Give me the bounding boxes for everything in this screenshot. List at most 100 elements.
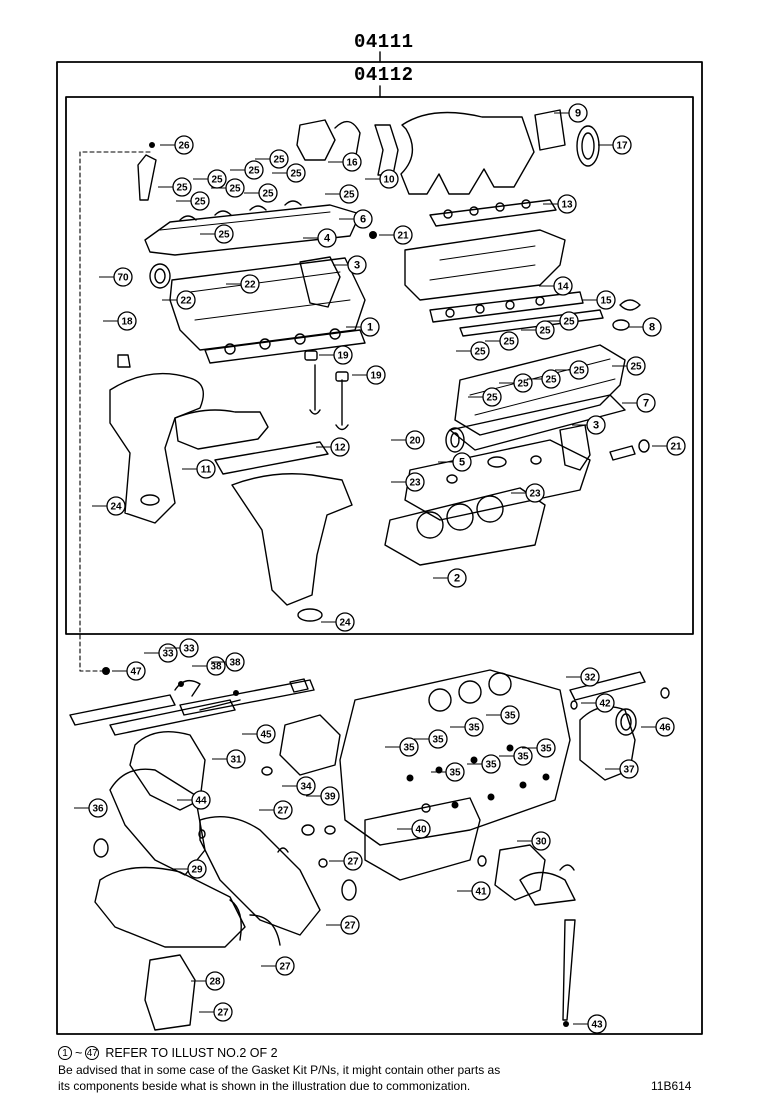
callout-36: 36 xyxy=(74,798,108,818)
oil-pan xyxy=(364,797,481,881)
callout-number: 21 xyxy=(397,231,409,242)
callout-21: 21 xyxy=(652,436,686,456)
callout-number: 25 xyxy=(248,166,260,177)
intake-manifold-lower xyxy=(404,229,566,301)
callout-number: 32 xyxy=(584,673,596,684)
callout-3: 3 xyxy=(572,415,606,435)
callout-number: 8 xyxy=(649,322,655,334)
callout-38: 38 xyxy=(211,652,245,672)
camshaft-1 xyxy=(69,694,176,726)
callout-number: 35 xyxy=(468,723,480,734)
exhaust-manifold-right xyxy=(231,473,353,606)
bolt-39 xyxy=(301,824,315,836)
callout-number: 6 xyxy=(360,214,366,226)
bracket-3-upper xyxy=(299,256,341,308)
camshaft-2 xyxy=(109,699,236,736)
cap-8 xyxy=(612,319,630,331)
callout-number: 27 xyxy=(217,1008,229,1019)
callout-number: 7 xyxy=(643,398,649,410)
callout-28: 28 xyxy=(191,971,225,991)
callout-number: 12 xyxy=(334,443,346,454)
callout-number: 70 xyxy=(117,273,129,284)
callout-number: 35 xyxy=(432,735,444,746)
callout-number: 35 xyxy=(517,752,529,763)
ref-text: REFER TO ILLUST NO.2 OF 2 xyxy=(105,1046,278,1060)
callout-34: 34 xyxy=(282,776,316,796)
callout-number: 25 xyxy=(563,317,575,328)
callout-25: 25 xyxy=(527,369,561,389)
callout-24: 24 xyxy=(92,496,126,516)
callout-16: 16 xyxy=(328,152,362,172)
callout-39: 39 xyxy=(306,786,340,806)
ref-from-circle: 1 xyxy=(58,1046,72,1060)
callout-18: 18 xyxy=(103,311,137,331)
callout-number: 34 xyxy=(300,782,312,793)
gasket-14 xyxy=(429,291,584,323)
callout-23: 23 xyxy=(511,483,545,503)
intake-plenum xyxy=(400,111,535,195)
gasket-13 xyxy=(429,199,557,227)
callout-25: 25 xyxy=(193,169,227,189)
plug-41 xyxy=(477,855,487,867)
callout-25: 25 xyxy=(272,163,306,183)
callout-37: 37 xyxy=(605,759,639,779)
callout-number: 27 xyxy=(279,962,291,973)
head-gasket-2 xyxy=(384,487,546,566)
oil-dipstick-tube-upper xyxy=(137,154,157,201)
timing-cover-28 xyxy=(144,954,196,1031)
callout-number: 44 xyxy=(195,796,207,807)
callout-40: 40 xyxy=(397,819,431,839)
callout-number: 46 xyxy=(659,723,671,734)
inner-kit-code: 04112 xyxy=(354,64,414,86)
callout-41: 41 xyxy=(457,881,491,901)
callout-44: 44 xyxy=(177,790,211,810)
callout-number: 35 xyxy=(504,711,516,722)
cylinder-head-left-shape xyxy=(169,257,366,351)
callout-25: 25 xyxy=(176,191,210,211)
callout-number: 20 xyxy=(409,436,421,447)
callout-number: 30 xyxy=(535,837,547,848)
callout-number: 27 xyxy=(344,921,356,932)
callout-26: 26 xyxy=(160,135,194,155)
callout-22: 22 xyxy=(162,290,196,310)
timing-cover-29 xyxy=(94,866,246,948)
callout-2: 2 xyxy=(433,568,467,588)
callout-number: 17 xyxy=(616,141,628,152)
callout-number: 3 xyxy=(593,420,599,432)
callout-number: 16 xyxy=(346,158,358,169)
callout-number: 24 xyxy=(339,618,351,629)
callout-25: 25 xyxy=(468,387,502,407)
hose-33 xyxy=(174,679,201,697)
callout-6: 6 xyxy=(339,209,373,229)
callout-number: 27 xyxy=(347,857,359,868)
callout-19: 19 xyxy=(319,345,353,365)
inner-kit-frame xyxy=(65,96,694,635)
callout-number: 33 xyxy=(162,649,174,660)
callout-4: 4 xyxy=(303,228,337,248)
callout-27: 27 xyxy=(329,851,363,871)
callout-25: 25 xyxy=(555,360,589,380)
callout-number: 3 xyxy=(354,260,360,272)
seal-36 xyxy=(93,838,109,858)
note-line-2: its components beside what is shown in t… xyxy=(58,1079,471,1093)
gasket-12 xyxy=(214,441,329,475)
gasket-10 xyxy=(374,124,399,176)
callout-number: 40 xyxy=(415,825,427,836)
callout-11: 11 xyxy=(182,459,216,479)
bracket-3-lower xyxy=(559,424,591,471)
callout-number: 21 xyxy=(670,442,682,453)
callout-15: 15 xyxy=(582,290,616,310)
callout-number: 11 xyxy=(201,465,212,476)
callout-27: 27 xyxy=(199,1002,233,1022)
callout-35: 35 xyxy=(450,717,484,737)
callout-25: 25 xyxy=(158,177,192,197)
callout-35: 35 xyxy=(431,762,465,782)
valve-19-a xyxy=(309,364,321,415)
callout-number: 25 xyxy=(539,326,551,337)
callout-number: 25 xyxy=(211,175,223,186)
throttle-valve-shape xyxy=(296,119,336,161)
callout-25: 25 xyxy=(244,183,278,203)
callout-25: 25 xyxy=(230,160,264,180)
callout-38: 38 xyxy=(192,656,226,676)
callout-43: 43 xyxy=(573,1014,607,1034)
